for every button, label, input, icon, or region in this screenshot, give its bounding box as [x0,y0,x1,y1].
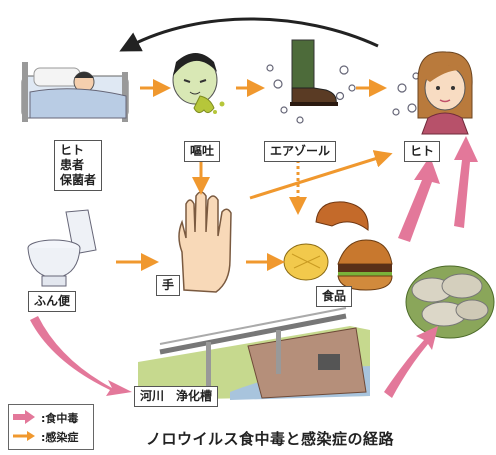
food-label: 食品 [316,286,353,307]
legend-poisoning-text: :食中毒 [41,412,79,425]
vomit-label: 嘔吐 [184,141,221,162]
person-woman-illustration [392,51,473,135]
legend-infection-text: :感染症 [41,431,79,444]
infection-arrows [116,79,393,271]
river-bridge-illustration [138,307,370,400]
aerosol-label: エアゾール [264,141,337,162]
toilet-illustration [27,209,97,287]
hand-illustration [178,191,232,293]
orange-arrow-icon [13,431,35,441]
hand-label: 手 [156,275,181,296]
human-label: ヒト [404,141,441,162]
oysters-illustration [405,265,495,339]
feces-label: ふん便 [28,291,77,312]
legend: :食中毒 :感染症 [8,404,94,450]
river-label: 河川 浄化槽 [134,386,219,407]
pink-arrow-icon [13,410,35,424]
patient-in-bed-illustration [21,62,129,122]
patient-label: ヒト 患者 保菌者 [54,140,103,191]
food-illustration [283,201,393,291]
diagram-caption: ノロウイルス食中毒と感染症の経路 [146,430,395,448]
poisoning-arrows [30,136,478,398]
vomiting-person-illustration [172,53,225,114]
return-arrow [119,17,379,52]
aerosol-boot-illustration [266,39,356,124]
